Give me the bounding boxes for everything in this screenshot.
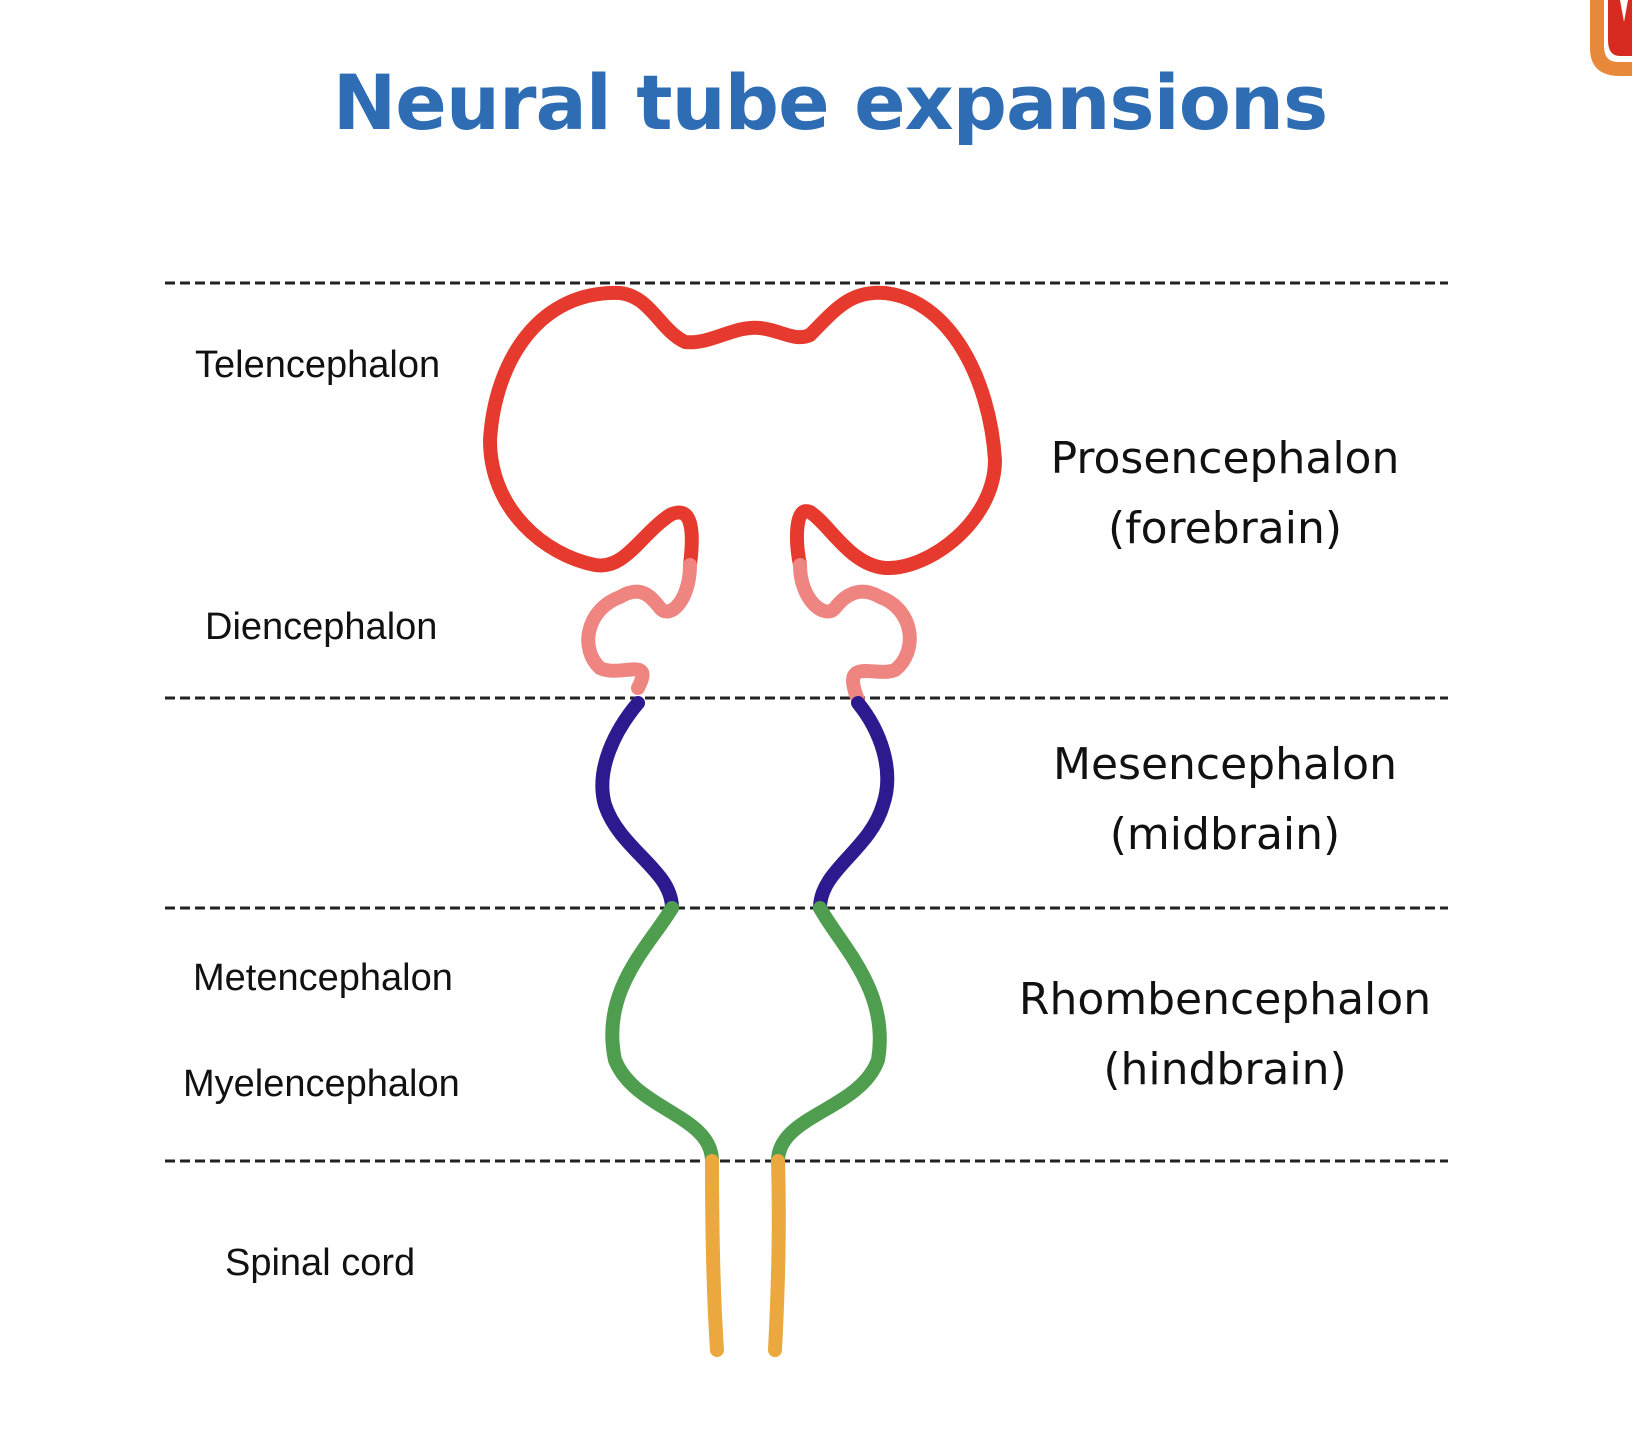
- mesencephalon-common: (midbrain): [1109, 809, 1341, 860]
- page-title: Neural tube expansions: [332, 58, 1329, 147]
- label-prosencephalon: Prosencephalon (forebrain): [965, 424, 1485, 564]
- rhombencephalon-name: Rhombencephalon: [1018, 974, 1432, 1025]
- rhombencephalon-wall-left: [605, 901, 719, 1168]
- mesencephalon-wall-left: [595, 696, 679, 915]
- label-myelencephalon: Myelencephalon: [183, 1063, 460, 1105]
- label-rhombencephalon: Rhombencephalon (hindbrain): [965, 965, 1485, 1105]
- mesencephalon-name: Mesencephalon: [1053, 739, 1397, 790]
- prosencephalon-common: (forebrain): [1107, 503, 1343, 554]
- university-logo-icon: [1590, 0, 1632, 76]
- label-mesencephalon: Mesencephalon (midbrain): [965, 730, 1485, 870]
- spinal-cord-wall-left: [705, 1154, 724, 1357]
- rhombencephalon-wall-right: [771, 901, 887, 1168]
- rhombencephalon-common: (hindbrain): [1103, 1044, 1347, 1095]
- diencephalon-wall-left: [581, 558, 697, 695]
- label-spinal-cord: Spinal cord: [225, 1242, 416, 1284]
- diencephalon-wall-right: [793, 558, 917, 707]
- label-telencephalon: Telencephalon: [195, 344, 441, 386]
- label-metencephalon: Metencephalon: [193, 957, 453, 999]
- prosencephalon-name: Prosencephalon: [1050, 433, 1400, 484]
- spinal-cord-wall-right: [768, 1154, 786, 1357]
- label-diencephalon: Diencephalon: [205, 606, 438, 648]
- mesencephalon-wall-right: [813, 696, 895, 915]
- telencephalon-wall: [483, 285, 1002, 576]
